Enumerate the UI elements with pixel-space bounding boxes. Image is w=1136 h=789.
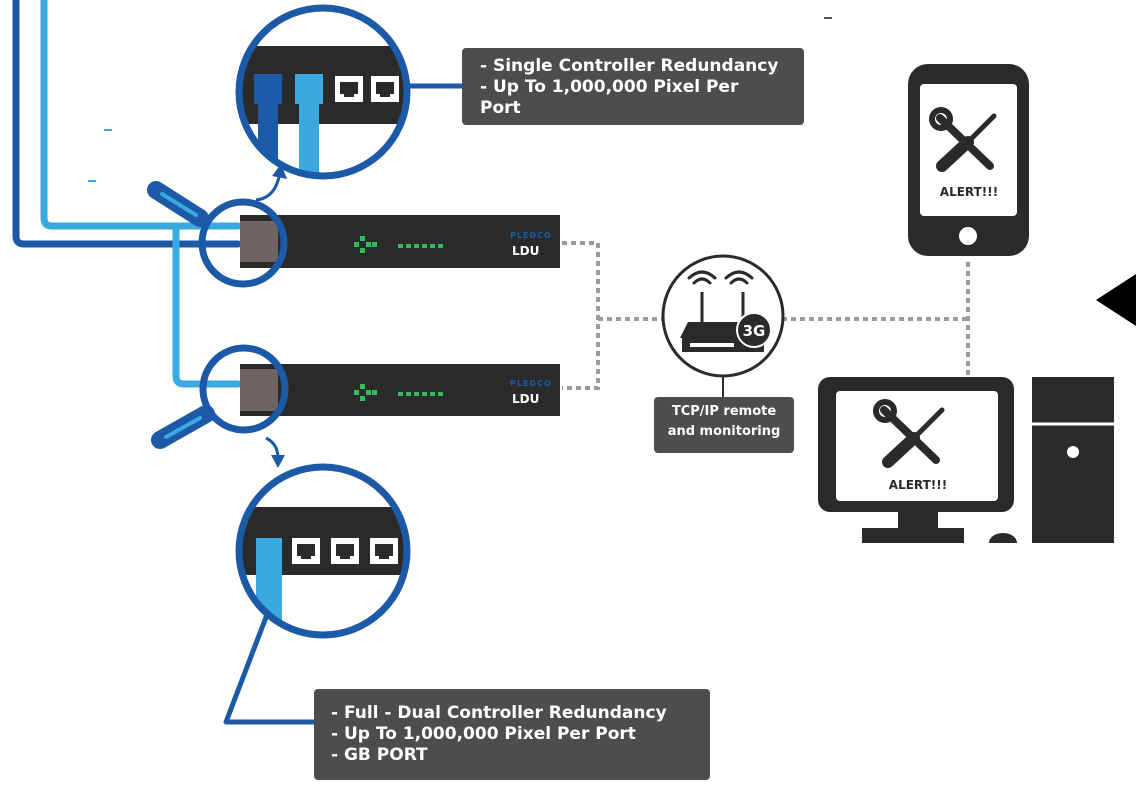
callout-line: - Full - Dual Controller Redundancy: [331, 703, 667, 723]
device-label: LDU: [512, 392, 539, 406]
status-leds: [354, 384, 443, 401]
callout-line: - Up To 1,000,000 Pixel Per: [480, 77, 739, 97]
ethernet-port-icon: [371, 76, 399, 102]
wrench-screwdriver-icon: [873, 399, 945, 468]
pc-tower-icon: [1032, 377, 1114, 543]
port-block: [240, 221, 278, 262]
ethernet-port-icon: [292, 538, 320, 564]
wifi-icon: [687, 270, 754, 285]
wrench-screwdriver-icon: [929, 107, 997, 172]
router-caption-line: and monitoring: [667, 424, 781, 439]
zoom-circle-bottom: [223, 436, 411, 725]
ldu-device-top: PLEDCO LDU: [240, 215, 560, 268]
router-icon: 3G: [661, 254, 785, 398]
magnifier-icon: [151, 344, 289, 449]
ethernet-port-icon: [335, 76, 363, 102]
callout-line: - GB PORT: [331, 745, 428, 765]
ldu-device-bottom: PLEDCO LDU: [240, 364, 560, 416]
device-brand: PLEDCO: [510, 231, 552, 240]
zoom-circle-top: [235, 4, 462, 202]
status-leds: [354, 236, 443, 253]
callout-single-controller: - Single Controller Redundancy - Up To 1…: [462, 48, 804, 125]
monitor-alert-text: ALERT!!!: [889, 478, 947, 492]
callout-line: - Up To 1,000,000 Pixel Per Port: [331, 724, 636, 744]
3g-badge: [736, 312, 772, 348]
light-blue-cable-branch: [172, 222, 242, 388]
router-badge-text: 3G: [743, 322, 766, 340]
magnifier-icon: [147, 181, 288, 288]
arrow-left-icon: [1096, 274, 1136, 326]
device-label: LDU: [512, 244, 539, 258]
callout-connector: [223, 611, 314, 725]
ethernet-port-icon: [331, 538, 359, 564]
device-brand: PLEDCO: [510, 379, 552, 388]
callout-line: Port: [480, 98, 521, 118]
mouse-icon: [989, 533, 1017, 543]
network-links: [562, 241, 970, 390]
callout-dual-controller: - Full - Dual Controller Redundancy - Up…: [314, 689, 710, 780]
dark-blue-cable: [12, 0, 242, 248]
light-blue-cable: [40, 0, 242, 230]
monitor-icon: ALERT!!!: [818, 377, 1017, 543]
ethernet-port-icon: [370, 538, 398, 564]
light-blue-plug: [299, 100, 319, 176]
phone-alert-text: ALERT!!!: [940, 185, 998, 199]
port-block: [240, 369, 278, 411]
router-caption: TCP/IP remote and monitoring: [654, 397, 794, 453]
router-caption-line: TCP/IP remote: [671, 404, 777, 419]
cable-lines: [12, 0, 242, 388]
smartphone-icon: ALERT!!!: [908, 64, 1029, 256]
callout-line: - Single Controller Redundancy: [480, 56, 779, 76]
